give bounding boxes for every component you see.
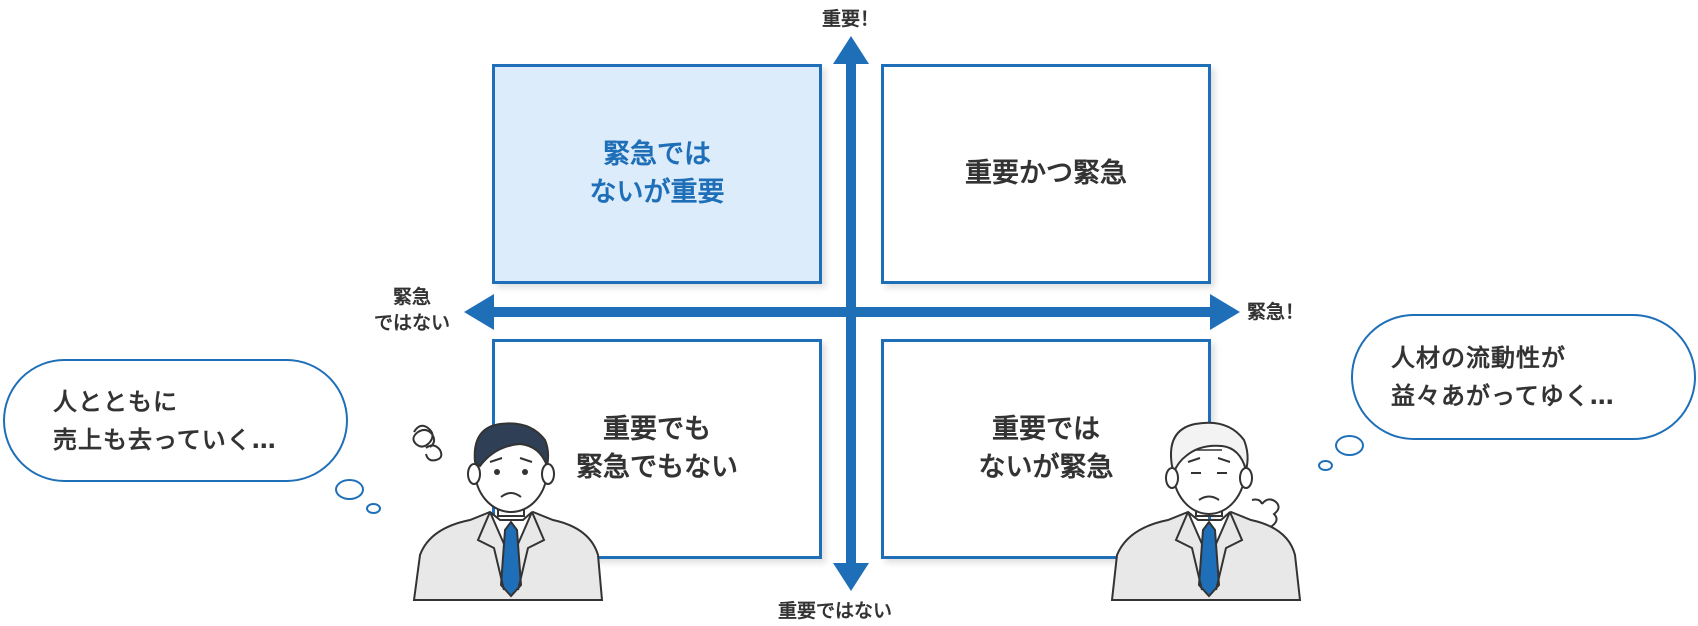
- sighing-older-man-illustration: [0, 0, 1698, 626]
- priority-matrix-diagram: 緊急では ないが重要 重要かつ緊急 重要でも 緊急でもない 重要では ないが緊急…: [0, 0, 1698, 626]
